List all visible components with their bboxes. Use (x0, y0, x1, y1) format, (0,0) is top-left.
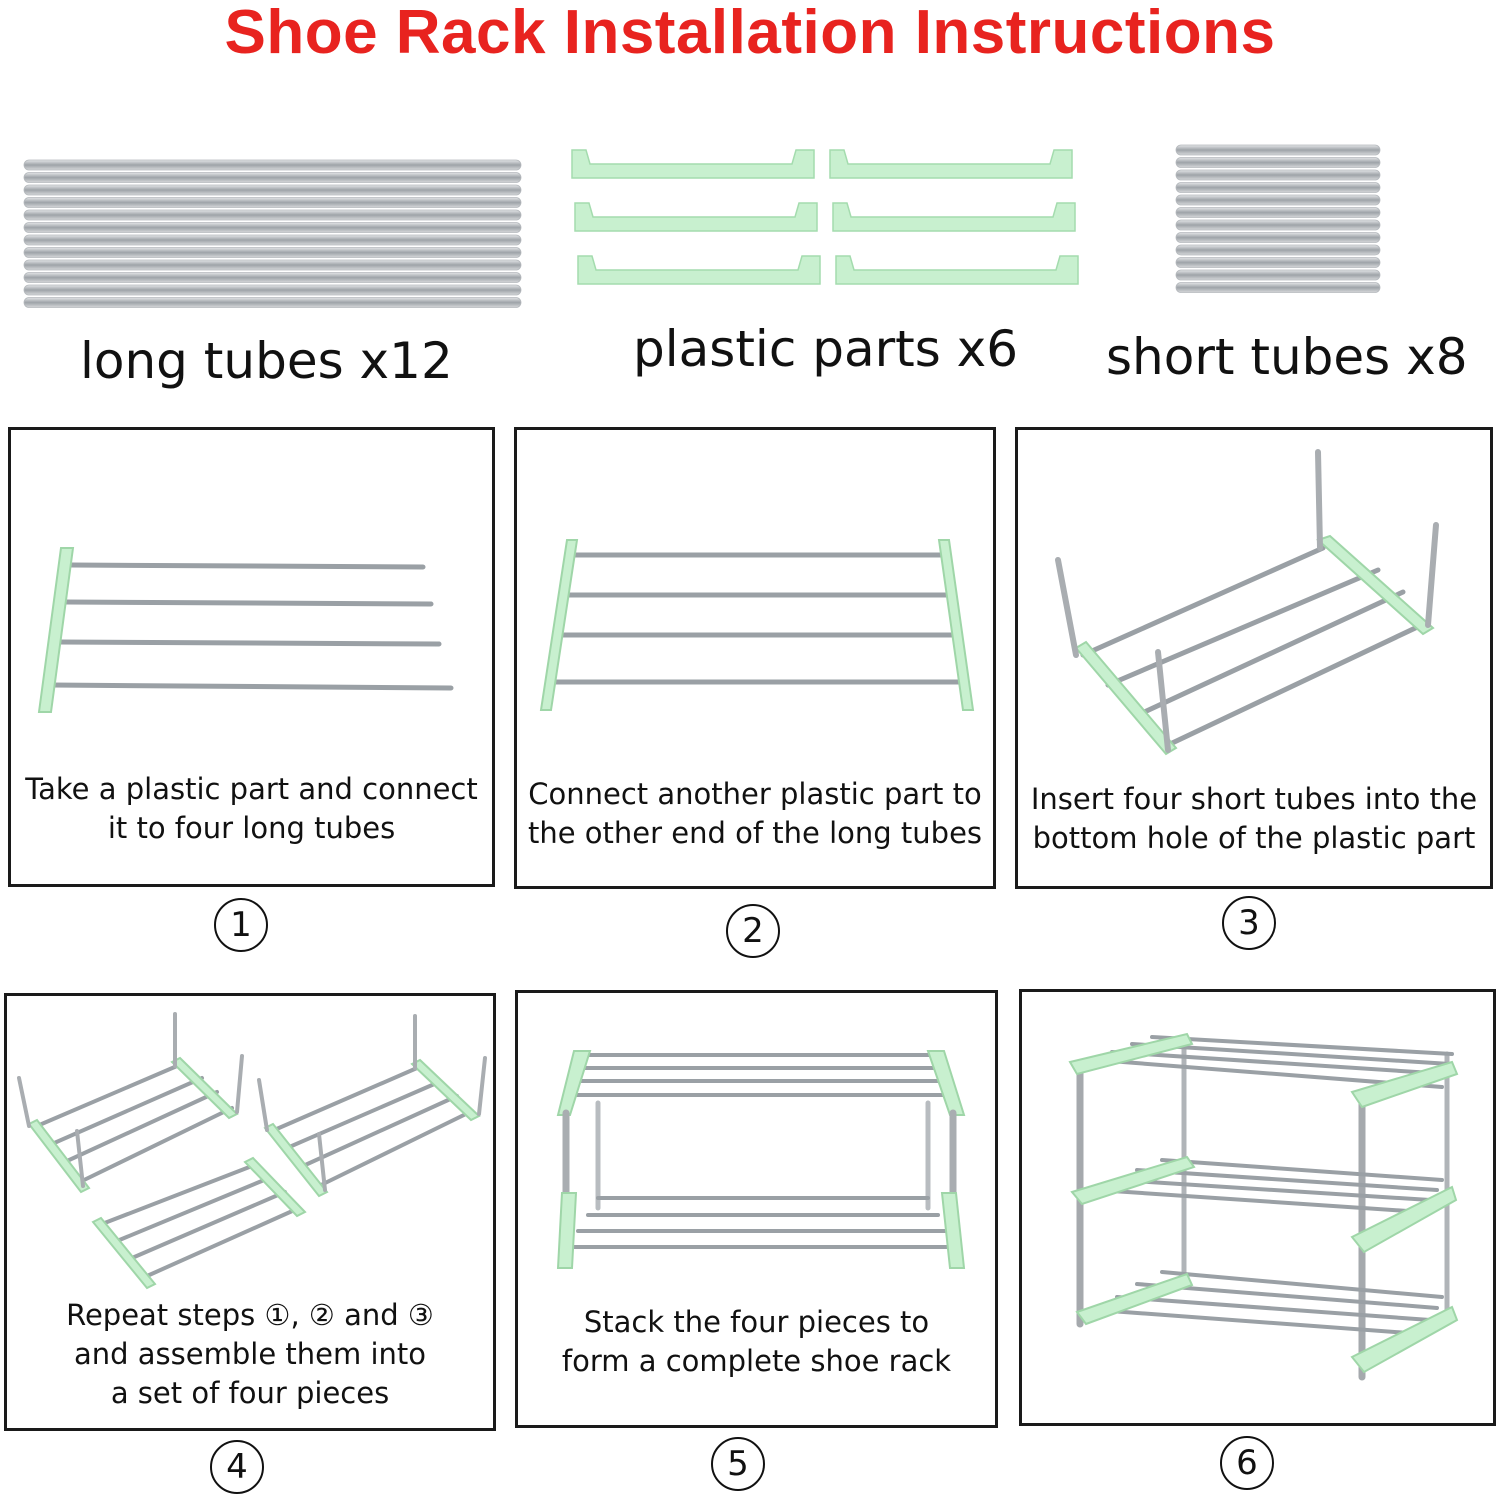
step-4-illustration (17, 1012, 487, 1290)
step-6-number: 6 (1220, 1436, 1274, 1490)
step-1-number: 1 (214, 898, 268, 952)
parts-illustration (23, 144, 1381, 308)
step-3-number: 3 (1222, 896, 1276, 950)
step-2-illustration (539, 539, 975, 711)
short-tubes-icon (1175, 144, 1381, 293)
plastic-parts-icon (571, 149, 1079, 285)
short-tubes-label: short tubes x8 (1106, 328, 1468, 386)
step-4-number: 4 (210, 1440, 264, 1494)
step-2-number: 2 (726, 904, 780, 958)
long-tubes-icon (23, 159, 522, 308)
step-1-illustration (37, 547, 454, 713)
page-title: Shoe Rack Installation Instructions (224, 0, 1276, 67)
step-3-illustration (1055, 449, 1439, 756)
step-6-panel (1019, 989, 1496, 1426)
step-6-illustration (1068, 1032, 1459, 1381)
plastic-parts-label: plastic parts x6 (633, 320, 1019, 378)
step-5-number: 5 (711, 1437, 765, 1491)
step-5-illustration (556, 1050, 966, 1269)
long-tubes-label: long tubes x12 (80, 332, 453, 390)
